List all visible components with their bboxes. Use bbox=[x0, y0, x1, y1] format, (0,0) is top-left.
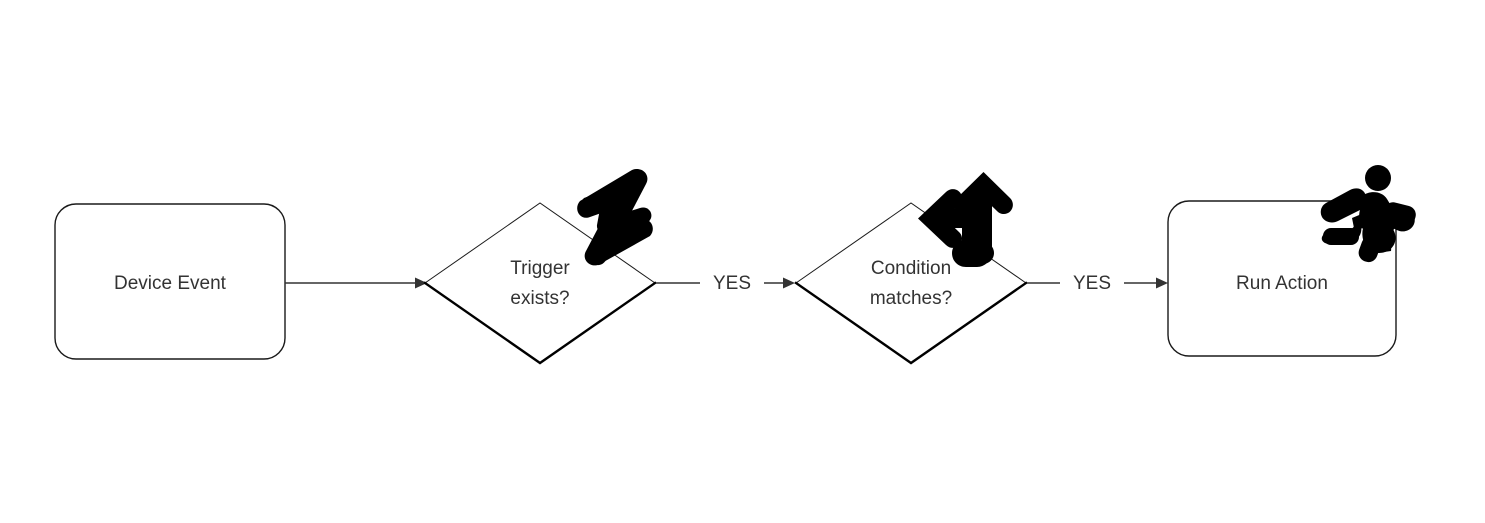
running-person-icon bbox=[1320, 165, 1416, 263]
edge-trigger-to-condition-label: YES bbox=[713, 273, 751, 294]
edge-trigger-to-condition-arrowhead bbox=[783, 277, 795, 289]
branch-arrow-icon bbox=[918, 172, 1013, 267]
trigger-exists-label-line2: exists? bbox=[510, 288, 569, 309]
run-action-label: Run Action bbox=[1236, 273, 1328, 294]
node-run-action[interactable]: Run Action bbox=[1167, 165, 1418, 357]
device-event-label: Device Event bbox=[114, 273, 227, 294]
condition-matches-label-line1: Condition bbox=[871, 258, 951, 279]
node-condition-matches[interactable]: Condition matches? bbox=[794, 172, 1028, 365]
lightning-bolt-icon bbox=[577, 169, 653, 266]
edge-condition-to-action: YES bbox=[1027, 273, 1168, 294]
condition-matches-lower-edges bbox=[794, 281, 1028, 365]
edge-event-to-trigger-arrowhead bbox=[415, 277, 427, 289]
edge-event-to-trigger bbox=[285, 277, 427, 289]
edge-condition-to-action-arrowhead bbox=[1156, 277, 1168, 289]
node-trigger-exists[interactable]: Trigger exists? bbox=[423, 169, 657, 365]
edge-condition-to-action-label: YES bbox=[1073, 273, 1111, 294]
condition-matches-label-line2: matches? bbox=[870, 288, 952, 309]
device-event-shape bbox=[54, 203, 286, 360]
node-device-event[interactable]: Device Event bbox=[54, 203, 286, 360]
trigger-exists-upper-edges bbox=[424, 202, 656, 284]
trigger-exists-label-line1: Trigger bbox=[510, 258, 570, 279]
edge-trigger-to-condition: YES bbox=[656, 273, 795, 294]
trigger-exists-lower-edges bbox=[423, 281, 657, 365]
